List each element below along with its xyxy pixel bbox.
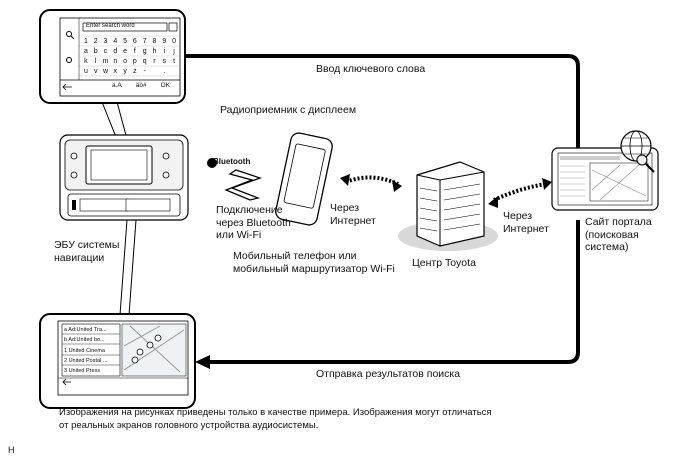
keyword-route-line xyxy=(184,54,580,150)
results-list: a Ad:United Tra... b Ad:United bo... 1 U… xyxy=(64,325,120,376)
list-item[interactable]: b Ad:United bo... xyxy=(64,337,105,344)
bluetooth-connection-label: Подключение через Bluetooth или Wi-Fi xyxy=(216,204,291,241)
key[interactable]: 4 xyxy=(113,38,118,45)
key[interactable]: q xyxy=(142,58,147,65)
list-item[interactable]: a Ad:United Tra... xyxy=(64,327,107,333)
back-icon-search xyxy=(62,83,72,91)
key[interactable]: 1 xyxy=(83,38,88,45)
search-screen xyxy=(39,9,186,104)
list-item[interactable]: 1 United Cinema xyxy=(64,347,105,354)
list-item[interactable]: 3 United Press xyxy=(64,368,101,375)
internet-waves-right xyxy=(493,182,547,202)
key[interactable]: j xyxy=(173,48,175,55)
back-icon xyxy=(62,378,71,386)
key[interactable] xyxy=(169,67,179,77)
search-placeholder: Enter search word xyxy=(86,23,135,29)
bluetooth-logo: Bluetooth xyxy=(213,157,251,166)
connector-bottom-b xyxy=(128,219,137,316)
list-item[interactable]: 2 United Postal ... xyxy=(64,357,108,364)
key[interactable]: 8 xyxy=(152,38,157,45)
key[interactable]: y xyxy=(123,68,127,75)
corner-mark: H xyxy=(8,445,15,455)
building-icon xyxy=(398,161,498,251)
ok-key[interactable]: OK xyxy=(160,82,170,89)
symbols-key[interactable]: äö# xyxy=(135,82,147,89)
send-results-label: Отправка результатов поиска xyxy=(316,368,461,380)
key[interactable]: g xyxy=(142,48,147,55)
key[interactable]: 0 xyxy=(172,38,177,45)
phone-icon xyxy=(275,132,333,226)
search-icon xyxy=(66,31,72,37)
toyota-center-label: Центр Toyota xyxy=(412,257,476,269)
head-unit xyxy=(59,134,189,221)
key[interactable]: t xyxy=(173,58,176,65)
results-screen xyxy=(39,313,196,409)
results-route-line xyxy=(205,220,580,364)
key[interactable]: 6 xyxy=(132,38,137,45)
key[interactable]: i xyxy=(163,48,166,55)
bluetooth-signal xyxy=(207,158,262,201)
key[interactable]: a xyxy=(83,48,88,55)
key[interactable]: d xyxy=(113,48,118,55)
key[interactable]: x xyxy=(113,68,118,75)
key[interactable]: u xyxy=(83,68,88,75)
key[interactable]: 5 xyxy=(123,38,128,45)
ecu-label: ЭБУ системы навигации xyxy=(54,239,120,264)
key[interactable]: 7 xyxy=(142,38,147,45)
bluetooth-icon xyxy=(207,158,217,168)
key[interactable] xyxy=(150,67,160,77)
key[interactable]: z xyxy=(133,68,137,75)
key[interactable]: b xyxy=(93,48,98,55)
radio-label: Радиоприемник с дисплеем xyxy=(220,104,357,116)
key[interactable]: m xyxy=(102,58,109,65)
key[interactable]: o xyxy=(123,58,128,65)
connector-bottom xyxy=(119,219,128,316)
key[interactable]: k xyxy=(84,58,88,65)
portal-screen xyxy=(551,130,659,211)
key[interactable]: 3 xyxy=(103,38,108,45)
key[interactable]: w xyxy=(102,68,109,75)
key[interactable]: 2 xyxy=(93,38,98,45)
internet-waves-left xyxy=(345,175,399,186)
key[interactable]: n xyxy=(113,58,118,65)
keyboard-bottom-row: a.A äö# OK xyxy=(60,82,180,89)
results-arrow-head xyxy=(195,355,210,369)
key[interactable]: s xyxy=(162,58,167,65)
key[interactable]: 9 xyxy=(162,38,167,45)
key[interactable]: . xyxy=(163,68,166,75)
keyword-input-label: Ввод ключевого слова xyxy=(316,63,426,75)
portal-label: Сайт портала (поисковая системa) xyxy=(585,216,652,253)
shift-key[interactable]: a.A xyxy=(111,82,122,89)
key[interactable]: e xyxy=(123,48,128,55)
key[interactable]: h xyxy=(152,48,157,55)
key[interactable]: p xyxy=(132,58,137,65)
key[interactable]: c xyxy=(103,48,108,55)
key[interactable]: v xyxy=(93,68,98,75)
note-text: Изображения на рисунках приведены только… xyxy=(59,407,492,431)
via-internet-right-label: Через Интернет xyxy=(503,210,549,235)
key[interactable]: f xyxy=(133,48,136,55)
key[interactable]: r xyxy=(153,58,156,65)
via-internet-left-label: Через Интернет xyxy=(330,202,376,227)
key[interactable]: l xyxy=(94,58,97,65)
key[interactable]: - xyxy=(143,68,146,75)
phone-label: Мобильный телефон или мобильный маршрути… xyxy=(233,250,395,275)
